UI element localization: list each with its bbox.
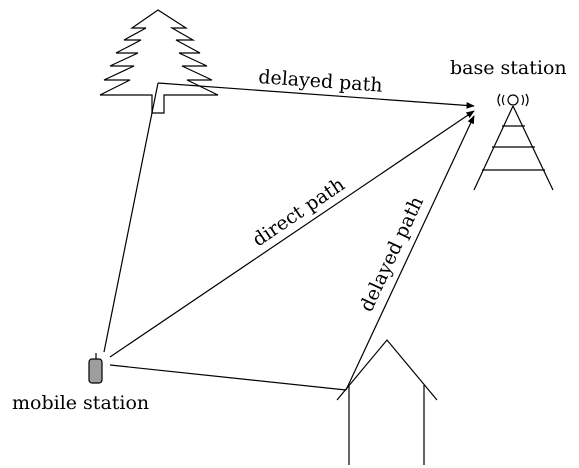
base-station-label: base station (450, 57, 567, 79)
mobile-phone-icon (88, 353, 103, 384)
base-station-tower-icon (473, 93, 554, 191)
direct-path-line (109, 110, 475, 358)
house-to-base-line (345, 115, 475, 391)
mobile-to-house-line (109, 364, 347, 391)
signal-waves-icon (497, 93, 529, 107)
direct-path-label: direct path (248, 173, 348, 251)
tree-icon (99, 9, 219, 114)
delayed-path-right-label: delayed path (356, 193, 428, 315)
house-icon (336, 339, 438, 465)
mobile-station-label: mobile station (12, 392, 149, 414)
tree-to-base-line (157, 82, 475, 109)
mobile-to-tree-line (103, 82, 159, 353)
